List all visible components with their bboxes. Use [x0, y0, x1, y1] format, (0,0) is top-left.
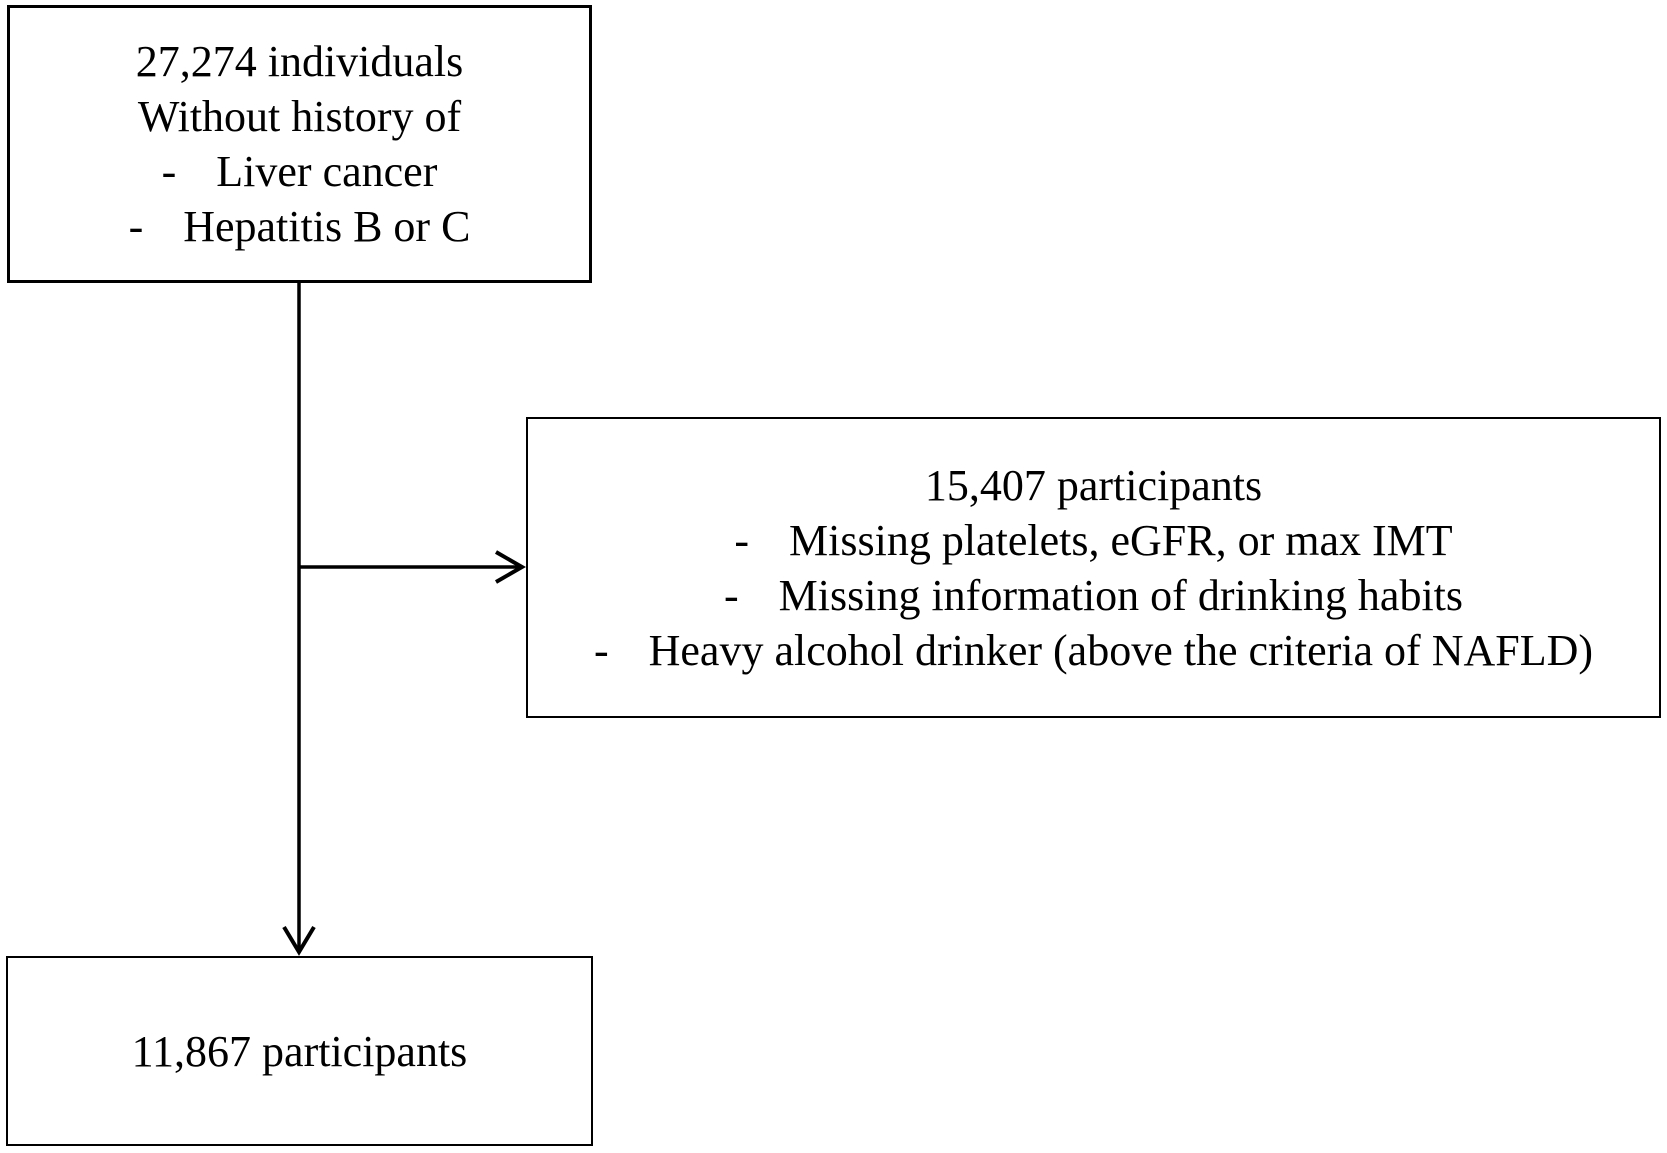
excluded-line: 15,407 participants: [924, 460, 1263, 510]
final-line: 11,867 participants: [131, 1026, 468, 1076]
down-arrowhead-icon: [282, 925, 316, 956]
excluded-bullet-line: -Missing platelets, eGFR, or max IMT: [734, 513, 1452, 568]
source-line-text: Liver cancer: [216, 147, 438, 196]
source-line-text: Hepatitis B or C: [183, 202, 471, 251]
right-arrowhead-icon: [495, 550, 527, 584]
bullet-dash: -: [161, 147, 177, 196]
excluded-box: 15,407 participants -Missing platelets, …: [526, 417, 1661, 718]
source-box: 27,274 individuals Without history of -L…: [7, 5, 592, 283]
bullet-dash: -: [128, 202, 144, 251]
source-line: 27,274 individuals: [135, 37, 464, 86]
excluded-bullet-line: -Missing information of drinking habits: [724, 568, 1463, 623]
source-bullet-line: -Hepatitis B or C: [129, 199, 471, 254]
bullet-dash: -: [723, 570, 739, 620]
excluded-line-text: Heavy alcohol drinker (above the criteri…: [648, 625, 1594, 675]
excluded-line-text: Missing platelets, eGFR, or max IMT: [789, 515, 1453, 565]
excluded-bullet-line: -Heavy alcohol drinker (above the criter…: [594, 623, 1593, 678]
down-arrow-connector: [282, 282, 316, 956]
source-bullet-line: -Liver cancer: [162, 144, 438, 199]
source-line: Without history of: [137, 92, 462, 141]
bullet-dash: -: [734, 515, 750, 565]
bullet-dash: -: [593, 625, 609, 675]
right-arrow-connector: [299, 550, 527, 584]
excluded-line-text: Missing information of drinking habits: [778, 570, 1464, 620]
final-box: 11,867 participants: [6, 956, 593, 1146]
